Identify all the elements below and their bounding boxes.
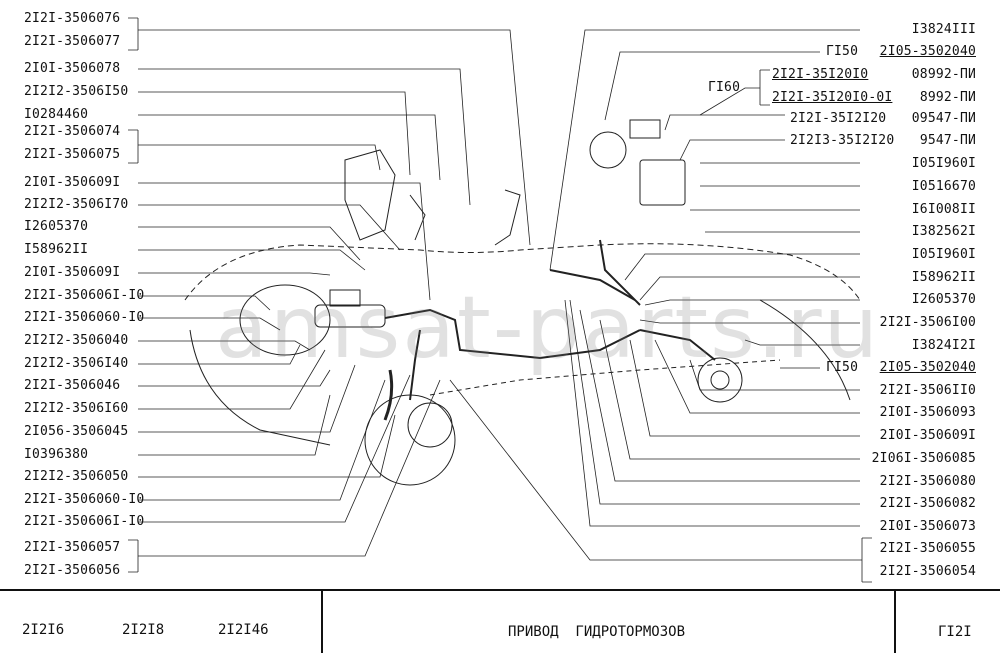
master-cylinder [314,304,386,328]
drawing-title: ПРИВОД ГИДРОТОРМОЗОВ [508,624,686,640]
label-right-13: I2605370 [911,292,976,307]
label-left-5: I0284460 [24,107,89,122]
brake-pipe-front [409,329,421,401]
label-left-4: 2I2I2-3506I50 [24,84,129,99]
rear-drum [697,357,743,403]
label-left-25: 2I2I-3506056 [24,563,121,578]
rear-hub [710,370,730,390]
label-left-23: 2I2I-350606I-I0 [24,514,145,529]
label-left-10: I2605370 [24,219,89,234]
label-g160: ГI60 [708,80,741,95]
label-right-24: 2I2I-3506055 [879,541,976,556]
label-left-13: 2I2I-350606I-I0 [24,288,145,303]
label-right-8: I0516670 [911,179,976,194]
sheet-number: ГI2I [938,624,972,640]
label-g160-a-suffix: 08992-ПИ [911,67,976,82]
label-right-22: 2I2I-3506082 [879,496,976,511]
label-left-15: 2I2I2-3506040 [24,333,129,348]
regulator-bracket [629,119,661,139]
brake-hose [383,369,394,421]
label-right-14: 2I2I-3506I00 [879,315,976,330]
label-left-17: 2I2I-3506046 [24,378,121,393]
label-right-7: I05I960I [911,156,976,171]
label-right-6-suffix: 9547-ПИ [919,133,976,148]
label-left-11: I58962II [24,242,89,257]
pedal-bracket [344,149,396,241]
label-g160-a: 2I2I-35I20I0 [772,67,869,82]
label-left-9: 2I2I2-3506I70 [24,197,129,212]
label-right-25: 2I2I-3506054 [879,564,976,579]
label-left-6: 2I2I-3506074 [24,124,121,139]
label-right-5-suffix: 09547-ПИ [911,111,976,126]
brake-pipe-up [599,239,641,306]
label-right-10: I382562I [911,224,976,239]
label-left-8: 2I0I-350609I [24,175,121,190]
label-right-mid-code: ГI50 [826,360,859,375]
label-right-15: I3824I2I [911,338,976,353]
label-right-2-code: ГI50 [826,44,859,59]
label-right-18: 2I0I-3506093 [879,405,976,420]
bracket-right [494,189,521,246]
label-left-20: I0396380 [24,447,89,462]
label-right-17: 2I2I-3506II0 [879,383,976,398]
watermark: amsat-parts.ru [215,278,881,378]
label-left-2: 2I2I-3506077 [24,34,121,49]
pedal-lever [409,194,426,241]
label-left-18: 2I2I2-3506I60 [24,401,129,416]
label-right-12: I58962II [911,270,976,285]
label-right-23: 2I0I-3506073 [879,519,976,534]
pressure-regulator [639,159,686,206]
label-right-2-part: 2I05-3502040 [879,44,976,59]
label-right-9: I6I008II [911,202,976,217]
model-1: 2I2I6 [22,622,65,638]
label-right-11: I05I960I [911,247,976,262]
label-right-6: 2I2I3-35I2I20 [790,133,895,148]
model-3: 2I2I46 [218,622,269,638]
body-outline-lower [189,329,331,446]
label-left-1: 2I2I-3506076 [24,11,121,26]
label-right-21: 2I2I-3506080 [879,474,976,489]
label-left-22: 2I2I-3506060-I0 [24,492,145,507]
label-g160-b: 2I2I-35I20I0-0I [772,90,893,105]
label-left-14: 2I2I-3506060-I0 [24,310,145,325]
label-left-24: 2I2I-3506057 [24,540,121,555]
label-left-3: 2I0I-3506078 [24,61,121,76]
label-right-20: 2I06I-3506085 [871,451,976,466]
brake-pipe-rear [639,329,716,361]
label-left-7: 2I2I-3506075 [24,147,121,162]
reservoir [329,289,361,307]
label-right-mid-part: 2I05-3502040 [879,360,976,375]
body-outline [184,243,861,301]
vacuum-booster [239,284,331,356]
front-wheel [364,394,456,486]
label-g160-b-suffix: 8992-ПИ [919,90,976,105]
label-right-1: I3824III [911,22,976,37]
brake-pipe-main [384,308,641,360]
label-left-12: 2I0I-350609I [24,265,121,280]
label-left-19: 2I056-3506045 [24,424,129,439]
label-right-19: 2I0I-350609I [879,428,976,443]
brake-pipe-regulator [549,269,636,301]
model-2: 2I2I8 [122,622,165,638]
regulator-body [589,131,627,169]
label-left-21: 2I2I2-3506050 [24,469,129,484]
label-right-5: 2I2I-35I2I20 [790,111,887,126]
floor-line [429,359,781,396]
label-left-16: 2I2I2-3506I40 [24,356,129,371]
